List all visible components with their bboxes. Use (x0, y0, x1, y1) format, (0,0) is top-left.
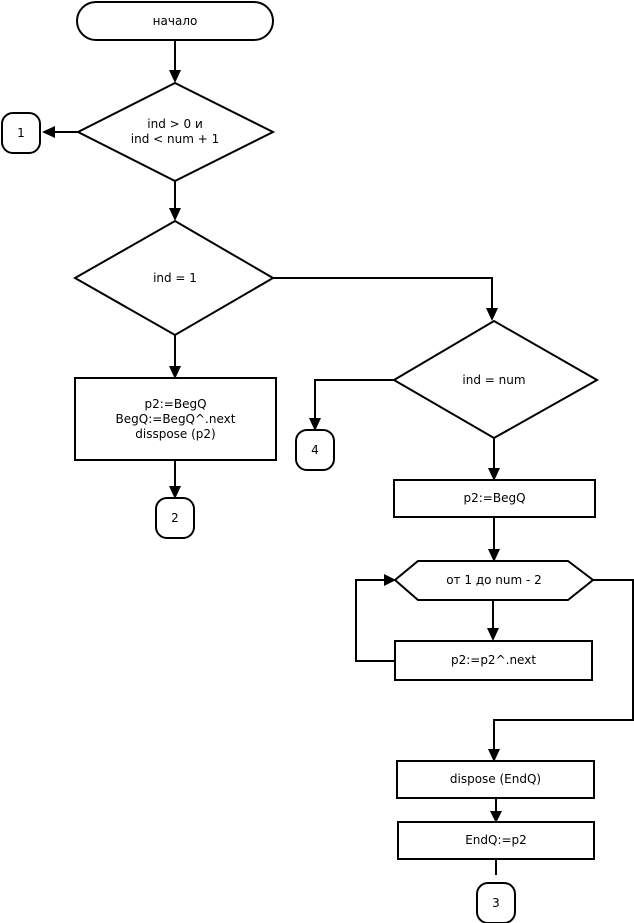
process-set-p2 (393, 479, 596, 518)
decision-range-label: ind > 0 и ind < num + 1 (130, 117, 220, 146)
loop-header (393, 560, 595, 601)
connector-1 (1, 112, 41, 154)
process-loop-body-label: p2:=p2^.next (450, 653, 537, 667)
decision-range (75, 81, 276, 183)
start-label: начало (152, 13, 198, 28)
process-dispose-end-label: dispose (EndQ) (449, 772, 542, 786)
start-terminator (76, 1, 274, 41)
process-first-block (74, 377, 277, 461)
decision-first-label: ind = 1 (153, 270, 197, 285)
process-set-end (397, 821, 595, 860)
process-set-end-label: EndQ:=p2 (465, 833, 527, 847)
loop-header-label: от 1 до num - 2 (446, 573, 542, 587)
decision-first (72, 219, 275, 337)
connector-3-label: 3 (492, 895, 500, 910)
arrowheads (42, 70, 502, 823)
connector-2 (155, 497, 195, 539)
process-dispose-end (396, 760, 595, 799)
connector-1-label: 1 (17, 125, 25, 140)
connector-4-label: 4 (311, 442, 319, 457)
connector-4 (295, 429, 335, 471)
flow-lines (52, 40, 634, 875)
process-loop-body (394, 640, 593, 681)
process-first-block-label: p2:=BegQ BegQ:=BegQ^.next disspose (p2) (115, 396, 236, 441)
connector-3 (476, 882, 516, 923)
decision-last (392, 319, 600, 440)
decision-last-label: ind = num (462, 372, 526, 387)
process-set-p2-label: p2:=BegQ (463, 491, 526, 505)
connector-2-label: 2 (171, 510, 179, 525)
